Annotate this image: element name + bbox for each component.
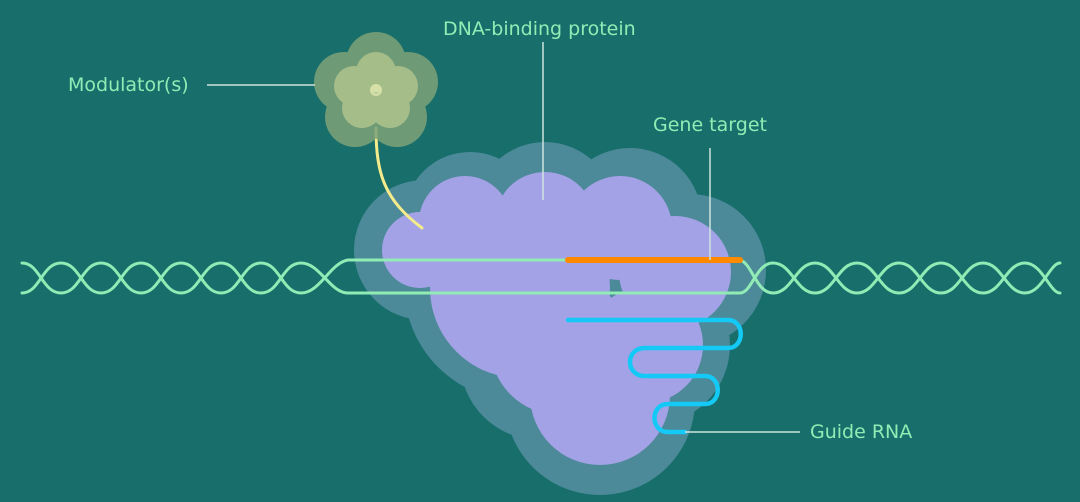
dna-right-strand-a [738,258,1062,295]
dna-right-strand-b [738,261,1062,295]
gene-target-label: Gene target [653,114,767,136]
leader-lines [207,42,800,433]
modulator-tether [374,126,424,230]
guide-rna-label: Guide RNA [810,421,913,443]
modulator-petals [334,52,418,128]
guide-rna-strand [565,317,743,435]
dna-left-strand-b [20,261,350,295]
modulators-label: Modulator(s) [68,74,189,96]
dna-binding-protein-label: DNA-binding protein [443,18,636,40]
modulator-cluster [314,32,438,147]
dna-helix [20,258,1062,295]
modulator-core [370,84,382,96]
dna-left-strand-a [20,258,350,295]
dna-binding-protein-shape [382,172,731,465]
